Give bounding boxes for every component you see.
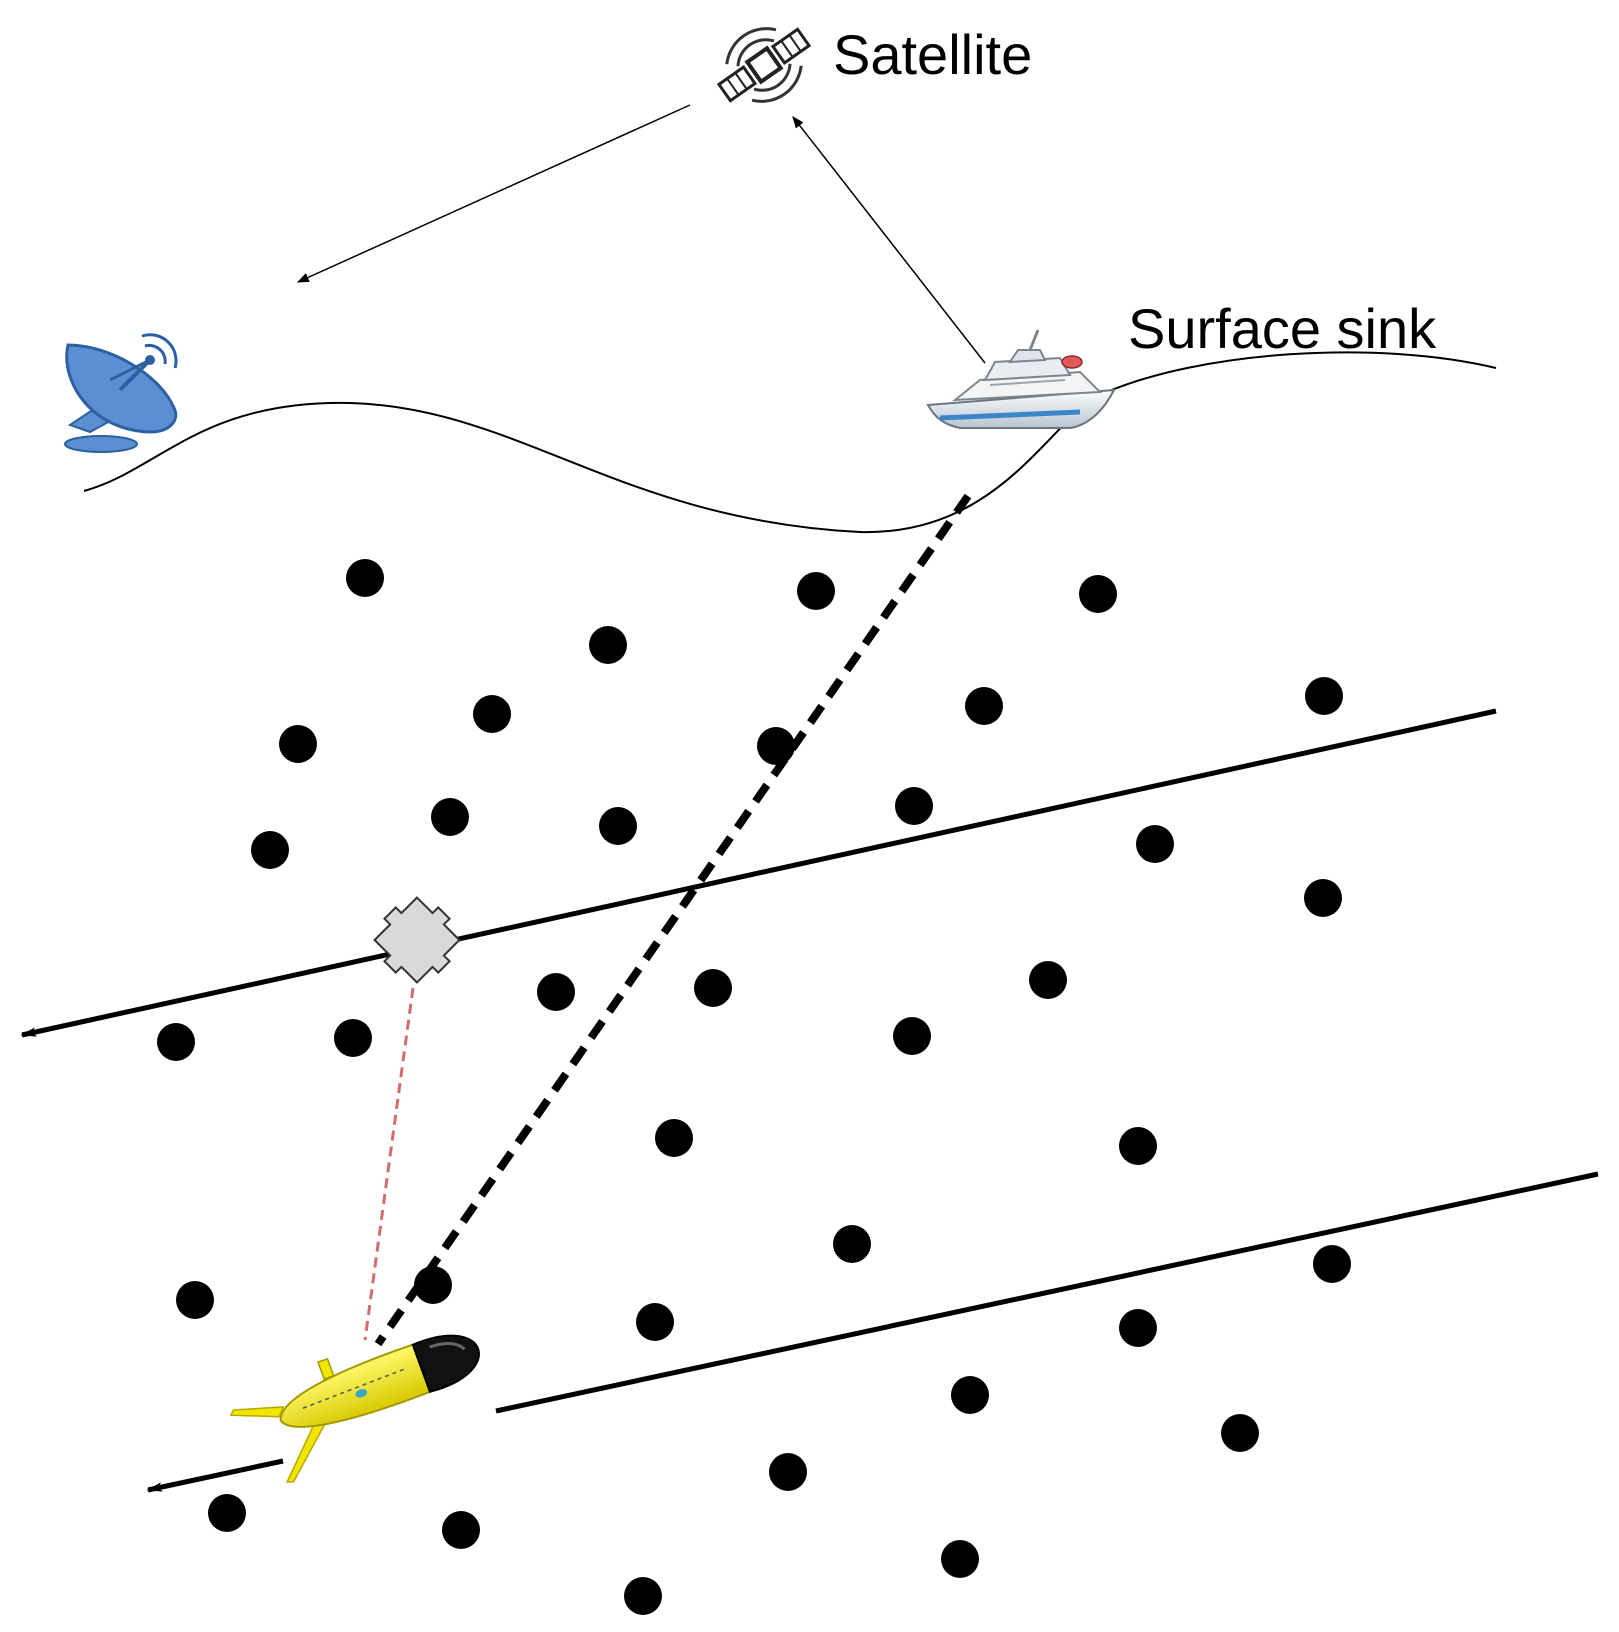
sensor-node-35: [941, 1540, 979, 1578]
sensor-node-16: [537, 973, 575, 1011]
sensor-node-22: [655, 1119, 693, 1157]
sensor-node-17: [694, 969, 732, 1007]
relay-to-auv-link: [363, 987, 415, 1341]
sensor-node-24: [833, 1225, 871, 1263]
sensor-node-6: [279, 725, 317, 763]
sensor-node-23: [1119, 1127, 1157, 1165]
sensor-node-7: [965, 687, 1003, 725]
sensor-node-30: [951, 1376, 989, 1414]
sensor-node-31: [1221, 1414, 1259, 1452]
sensor-node-1: [346, 559, 384, 597]
sensor-node-8: [757, 727, 795, 765]
satellite-label: Satellite: [833, 23, 1032, 86]
satellite-to-station-link: [296, 104, 691, 283]
sensor-node-5: [473, 695, 511, 733]
satellite-icon: [716, 27, 812, 103]
sensor-node-36: [624, 1577, 662, 1615]
sensor-node-13: [251, 831, 289, 869]
ship-to-satellite-link: [792, 116, 986, 364]
auv-heading-line: [146, 1458, 284, 1493]
upper-trajectory-line: [20, 708, 1497, 1038]
sensor-node-9: [1305, 677, 1343, 715]
satellite-dish-icon: [64, 333, 178, 453]
sensor-node-15: [1304, 879, 1342, 917]
relay-node-icon: [373, 896, 461, 984]
sensor-node-27: [414, 1266, 452, 1304]
sensor-node-21: [893, 1017, 931, 1055]
ship-icon: [926, 329, 1116, 429]
ship-to-auv-acoustic-link: [374, 493, 972, 1347]
sensor-node-3: [1079, 575, 1117, 613]
surface-sink-label: Surface sink: [1128, 297, 1437, 360]
sensor-node-28: [636, 1303, 674, 1341]
sensor-node-11: [599, 807, 637, 845]
sensor-node-4: [589, 626, 627, 664]
sensor-node-12: [895, 787, 933, 825]
sensor-node-2: [797, 572, 835, 610]
sensor-node-29: [1119, 1309, 1157, 1347]
sensor-node-34: [442, 1511, 480, 1549]
underwater-glider-icon: [229, 1334, 480, 1483]
sensor-node-14: [1136, 825, 1174, 863]
sensor-node-20: [334, 1019, 372, 1057]
sensor-node-33: [208, 1494, 246, 1532]
sensor-node-18: [1029, 961, 1067, 999]
lower-trajectory-line: [495, 1171, 1599, 1414]
sensor-nodes: [157, 559, 1351, 1615]
sensor-node-26: [176, 1281, 214, 1319]
sensor-node-10: [431, 798, 469, 836]
sensor-node-19: [157, 1023, 195, 1061]
sea-surface-line: [83, 351, 1497, 534]
sensor-node-32: [769, 1453, 807, 1491]
sensor-node-25: [1313, 1245, 1351, 1283]
